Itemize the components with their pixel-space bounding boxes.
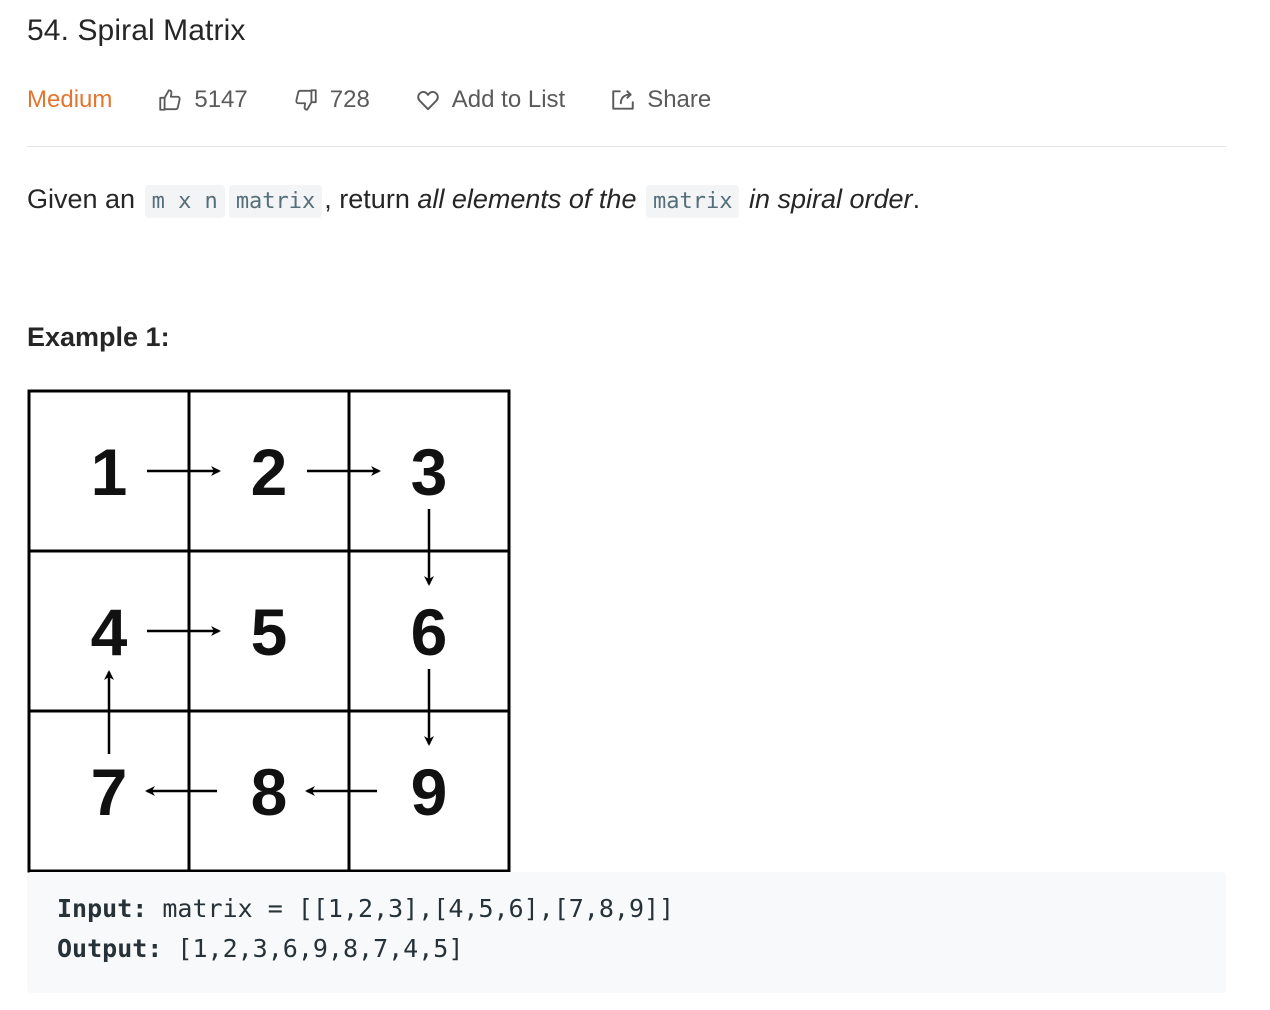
- matrix-cell-value: 3: [411, 435, 448, 509]
- example-input-line: Input: matrix = [[1,2,3],[4,5,6],[7,8,9]…: [57, 894, 674, 923]
- matrix-cell-value: 4: [91, 595, 128, 669]
- header-divider: [27, 146, 1226, 147]
- dislike-count: 728: [329, 86, 370, 113]
- input-value: matrix = [[1,2,3],[4,5,6],[7,8,9]]: [147, 894, 675, 923]
- matrix-cell-value: 5: [251, 595, 288, 669]
- thumbs-up-icon: [156, 86, 184, 114]
- example-io-block: Input: matrix = [[1,2,3],[4,5,6],[7,8,9]…: [27, 872, 1226, 993]
- inline-code-matrix: matrix: [645, 185, 740, 218]
- problem-title: 54. Spiral Matrix: [27, 14, 246, 47]
- matrix-cell-value: 1: [91, 435, 128, 509]
- matrix-cell-value: 9: [411, 755, 448, 829]
- description-text: , return: [324, 184, 418, 214]
- example-output-line: Output: [1,2,3,6,9,8,7,4,5]: [57, 934, 463, 963]
- difficulty-badge: Medium: [27, 86, 113, 113]
- inline-code-dimensions: m x n: [144, 185, 225, 218]
- add-to-list-label: Add to List: [451, 86, 566, 113]
- share-icon: [609, 86, 637, 114]
- input-label: Input:: [57, 894, 148, 923]
- matrix-cell-value: 8: [251, 755, 288, 829]
- add-to-list-button[interactable]: Add to List: [414, 86, 565, 114]
- matrix-cell-value: 6: [411, 595, 448, 669]
- inline-code-matrix: matrix: [228, 185, 323, 218]
- output-label: Output:: [57, 934, 163, 963]
- thumbs-down-icon: [292, 86, 320, 114]
- like-count: 5147: [194, 86, 248, 113]
- matrix-cell-value: 2: [251, 435, 288, 509]
- like-button[interactable]: 5147: [156, 86, 248, 114]
- matrix-cell-value: 7: [91, 755, 128, 829]
- share-label: Share: [647, 86, 712, 113]
- heart-icon: [414, 86, 442, 114]
- description-text: Given an: [27, 184, 143, 214]
- description-text: .: [912, 184, 921, 214]
- problem-meta-bar: Medium 5147 728 Add to List: [27, 80, 755, 120]
- spiral-arrows: [104, 466, 434, 796]
- description-emphasis: all elements of the: [417, 184, 637, 214]
- share-button[interactable]: Share: [609, 86, 711, 114]
- dislike-button[interactable]: 728: [292, 86, 370, 114]
- spiral-matrix-diagram: 1 2 3 4 5 6 7 8 9: [27, 389, 511, 873]
- description-emphasis: in spiral order: [748, 184, 913, 214]
- example-title: Example 1:: [27, 322, 170, 352]
- output-value: [1,2,3,6,9,8,7,4,5]: [162, 934, 464, 963]
